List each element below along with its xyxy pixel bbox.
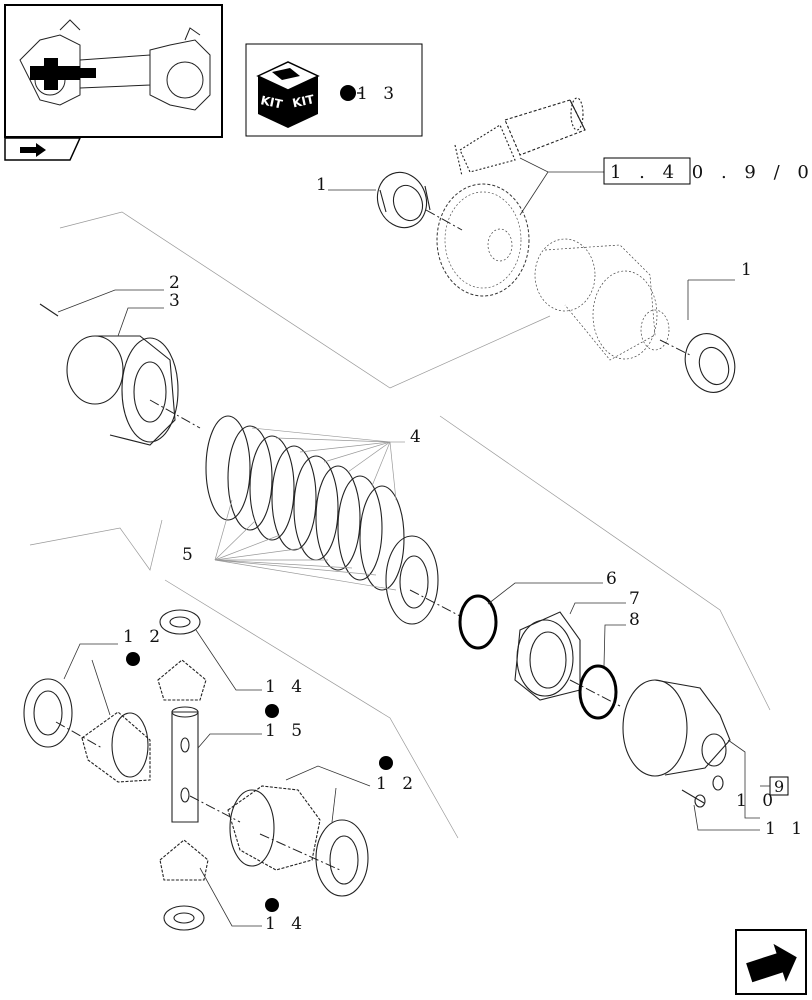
label-9: 9: [774, 777, 784, 796]
spider-washer-bottom: [163, 905, 205, 931]
diff-housing-upper: [534, 238, 670, 361]
label-14-top: 1 4: [265, 677, 307, 697]
kit-number: 1 3: [357, 84, 399, 104]
book-arrow-icon[interactable]: [4, 137, 82, 161]
label-14-bottom: 1 4: [265, 914, 307, 934]
label-11: 1 1: [765, 819, 807, 839]
leader-fan-4: [251, 427, 405, 501]
thrust-washer-12-left: [23, 678, 73, 748]
side-gear-right: [227, 785, 321, 871]
crown-wheel: [436, 183, 530, 297]
reference-box[interactable]: [603, 157, 691, 185]
side-gear-left: [81, 711, 151, 783]
leader-fan-5: [214, 499, 397, 591]
lock-sleeve: [66, 335, 179, 446]
plug-10: [712, 775, 724, 791]
pinion-shaft: [454, 97, 586, 177]
clutch-disc-stack: [205, 415, 439, 625]
filled-dot-icon: [126, 652, 140, 666]
label-12-left: 1 2: [123, 627, 165, 647]
label-12-right: 1 2: [376, 774, 418, 794]
kit-label-left: KIT: [259, 93, 284, 111]
label-1-right: 1: [741, 260, 757, 280]
label-15: 1 5: [265, 721, 307, 741]
next-page-arrow-icon[interactable]: [735, 929, 807, 995]
kit-legend-box: KIT KIT 1 3: [245, 43, 423, 137]
thrust-washer-12-right: [315, 819, 369, 897]
label-3: 3: [169, 291, 185, 311]
label-6: 6: [606, 569, 622, 589]
kit-box-icon: KIT KIT: [256, 61, 320, 128]
spider-gear-bottom: [159, 839, 209, 881]
construction-lines: [29, 211, 771, 839]
spider-shaft-15: [171, 706, 199, 823]
kit-label-right: KIT: [291, 92, 316, 110]
label-7: 7: [629, 589, 645, 609]
pin: [39, 303, 59, 317]
bearing-top: [376, 171, 431, 229]
label-4: 4: [410, 427, 426, 447]
filled-dot-icon: [340, 85, 356, 101]
snap-ring-8: [578, 664, 618, 720]
spider-washer-top: [159, 609, 201, 635]
label-1-top: 1: [316, 175, 332, 195]
bolt-11: [681, 789, 706, 808]
diff-case-9: [622, 679, 731, 777]
label-2: 2: [169, 273, 185, 293]
snap-ring-6: [458, 594, 498, 650]
label-8: 8: [629, 610, 645, 630]
filled-dot-icon: [265, 704, 279, 718]
reference-code[interactable]: 1 . 4 0 . 9 / 0 6: [610, 162, 812, 183]
label-5: 5: [182, 545, 198, 565]
bearing-right: [684, 333, 736, 393]
pressure-cup-7: [514, 611, 581, 701]
filled-dot-icon: [379, 756, 393, 770]
filled-dot-icon: [265, 898, 279, 912]
spider-gear-top: [157, 659, 207, 701]
label-10: 1 0: [736, 791, 778, 811]
axle-thumbnail[interactable]: [4, 4, 223, 138]
